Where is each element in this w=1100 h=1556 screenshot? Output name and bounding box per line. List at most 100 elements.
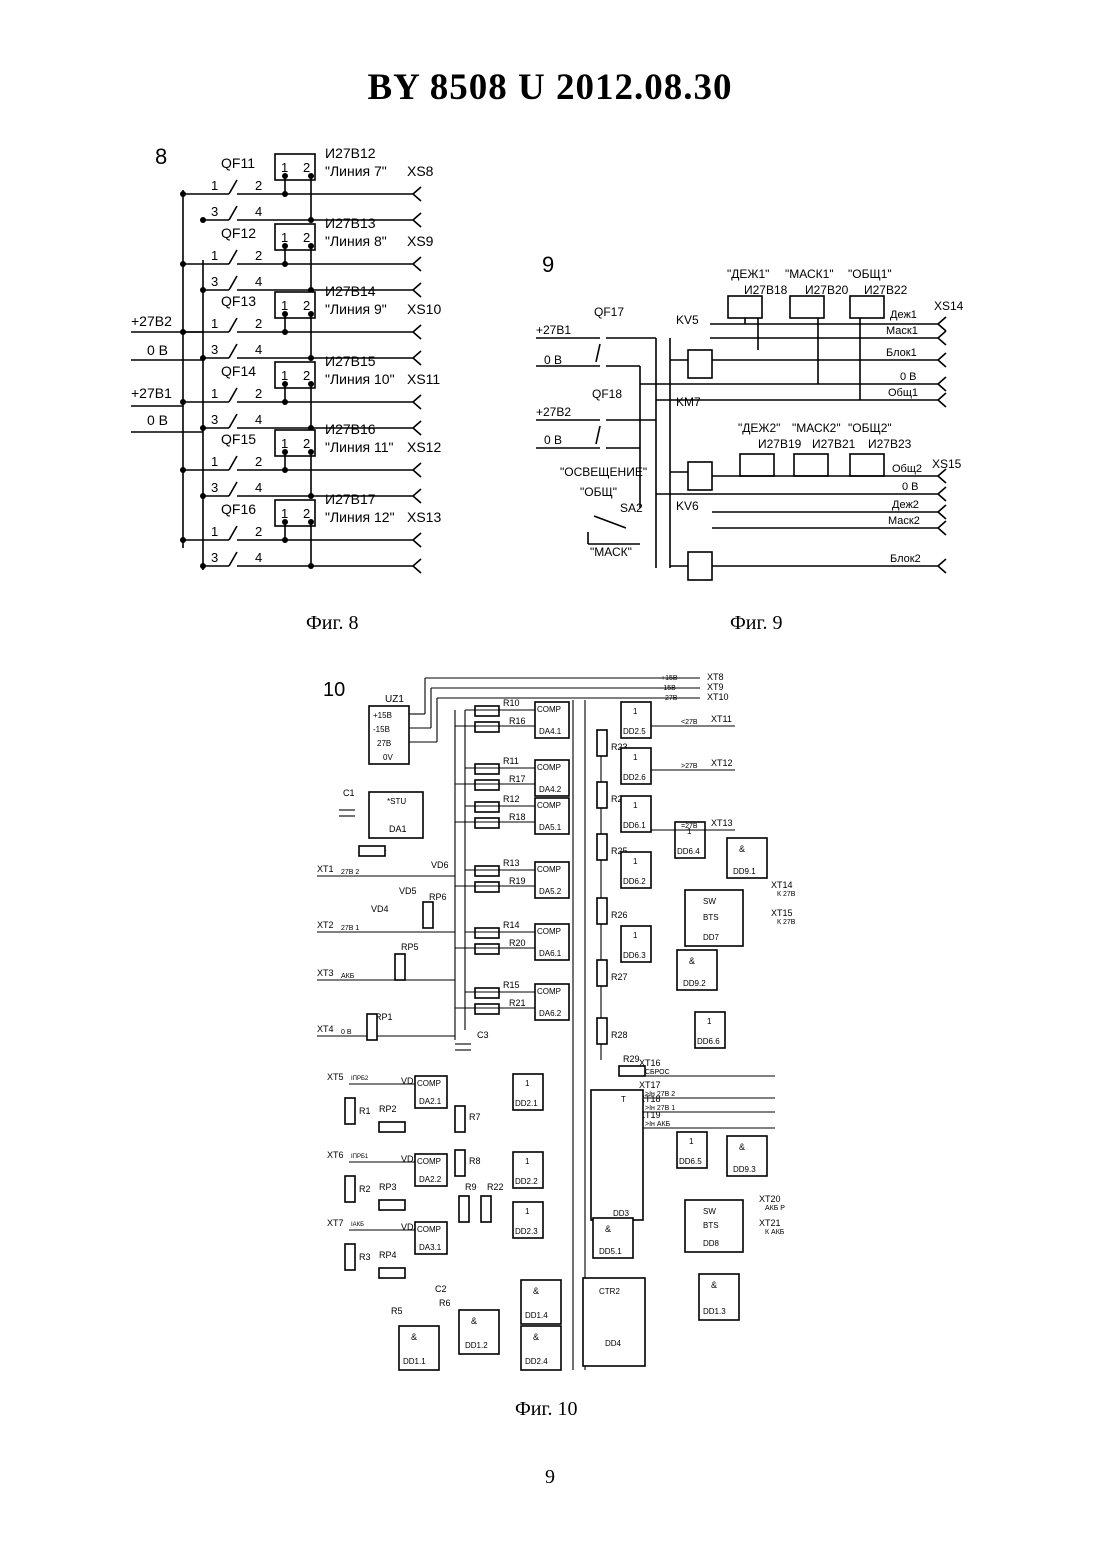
svg-text:2: 2 [255, 316, 262, 331]
fig9-output: Деж1 [890, 309, 917, 321]
svg-text:DA5.2: DA5.2 [539, 887, 562, 896]
fig10-input-pin: XT5 [327, 1072, 344, 1082]
svg-text:27В 2: 27В 2 [341, 869, 359, 876]
svg-text:2: 2 [303, 368, 310, 383]
fig9-top-label: "МАСК1" [785, 267, 834, 281]
svg-text:SW: SW [703, 897, 716, 906]
svg-text:DD1.1: DD1.1 [403, 1357, 426, 1366]
svg-text:2: 2 [303, 436, 310, 451]
fig8-code: И27В13 [325, 215, 376, 231]
fig9-bottom-label: "ОБЩ2" [848, 421, 892, 435]
svg-text:2: 2 [255, 524, 262, 539]
fig8-code: И27В12 [325, 145, 376, 161]
svg-text:RP4: RP4 [379, 1250, 397, 1260]
svg-text:DA6.1: DA6.1 [539, 949, 562, 958]
svg-text:К 27В1: К 27В1 [777, 919, 795, 926]
svg-text:-15В: -15В [661, 685, 676, 692]
svg-text:27В 1: 27В 1 [341, 925, 359, 932]
svg-text:COMP: COMP [537, 987, 561, 996]
fig9-relay: KM7 [676, 395, 701, 409]
svg-text:COMP: COMP [417, 1225, 441, 1234]
svg-text:DD9.2: DD9.2 [683, 979, 706, 988]
svg-text:1: 1 [211, 316, 218, 331]
svg-text:CTR2: CTR2 [599, 1287, 620, 1296]
fig9-output: Маск2 [888, 515, 920, 527]
svg-text:R1: R1 [359, 1106, 371, 1116]
svg-text:3: 3 [211, 342, 218, 357]
fig9-switch-name: SA2 [620, 501, 643, 515]
svg-text:-15В: -15В [373, 725, 390, 734]
svg-text:XT11: XT11 [711, 714, 732, 724]
svg-text:DA5.1: DA5.1 [539, 823, 562, 832]
svg-text:DD8: DD8 [703, 1239, 720, 1248]
fig8-qf: QF13 [221, 293, 256, 309]
fig8-code: И27В17 [325, 491, 376, 507]
svg-text:1: 1 [281, 506, 288, 521]
figure-8-number: 8 [155, 144, 167, 169]
svg-text:+15В: +15В [373, 711, 392, 720]
svg-text:&: & [711, 1280, 717, 1290]
svg-text:1: 1 [211, 178, 218, 193]
svg-text:DA4.1: DA4.1 [539, 727, 562, 736]
figure-9-number: 9 [542, 252, 554, 277]
fig8-line: "Линия 8" [325, 233, 387, 249]
fig9-relay: KV5 [676, 313, 699, 327]
fig9-output: Общ1 [888, 387, 918, 399]
svg-text:2: 2 [255, 454, 262, 469]
svg-text:3: 3 [211, 204, 218, 219]
svg-text:2: 2 [303, 506, 310, 521]
svg-text:27В: 27В [665, 695, 678, 702]
svg-text:DD6.5: DD6.5 [679, 1157, 702, 1166]
svg-text:R7: R7 [469, 1112, 481, 1122]
svg-text:1: 1 [211, 524, 218, 539]
fig8-supply-label: +27В2 [131, 313, 172, 329]
svg-text:1: 1 [281, 436, 288, 451]
svg-text:=27В: =27В [681, 823, 698, 830]
fig9-bottom-label: "ДЕЖ2" [738, 421, 780, 435]
svg-text:DD2.1: DD2.1 [515, 1099, 538, 1108]
fig8-line: "Линия 11" [325, 439, 394, 455]
svg-text:COMP: COMP [417, 1157, 441, 1166]
svg-text:4: 4 [255, 342, 262, 357]
svg-text:&: & [605, 1224, 611, 1234]
svg-text:2: 2 [255, 178, 262, 193]
fig9-output: Маск1 [886, 325, 918, 337]
svg-text:R14: R14 [503, 920, 520, 930]
svg-text:DD4: DD4 [605, 1339, 622, 1348]
fig9-supply-label: +27В1 [536, 323, 571, 337]
fig8-supply-label: +27В1 [131, 385, 172, 401]
svg-text:XT13: XT13 [711, 818, 733, 828]
svg-text:R13: R13 [503, 858, 520, 868]
svg-text:4: 4 [255, 274, 262, 289]
svg-text:1: 1 [633, 801, 638, 810]
svg-text:2: 2 [303, 298, 310, 313]
figure-8-drawing: 8 QF11132412И27В12"Линия 7"XS8QF12132412… [125, 140, 455, 600]
fig8-xs: XS8 [407, 163, 434, 179]
patent-header: BY 8508 U 2012.08.30 [0, 66, 1100, 109]
fig9-top-code: И27В18 [744, 283, 788, 297]
svg-text:DA2.2: DA2.2 [419, 1175, 442, 1184]
svg-text:XT17: XT17 [639, 1080, 661, 1090]
svg-text:BTS: BTS [703, 1221, 719, 1230]
svg-text:DA3.1: DA3.1 [419, 1243, 442, 1252]
svg-text:4: 4 [255, 480, 262, 495]
svg-text:2: 2 [255, 386, 262, 401]
fig8-qf: QF15 [221, 431, 256, 447]
figure-8-schematic: 8 QF11132412И27В12"Линия 7"XS8QF12132412… [125, 140, 455, 600]
svg-text:1: 1 [211, 248, 218, 263]
figure-8-caption: Фиг. 8 [306, 612, 358, 635]
svg-text:4: 4 [255, 550, 262, 565]
svg-text:R6: R6 [439, 1298, 451, 1308]
fig9-breaker: QF18 [592, 387, 622, 401]
svg-text:1: 1 [707, 1017, 712, 1026]
svg-text:1: 1 [211, 454, 218, 469]
svg-text:R26: R26 [611, 910, 628, 920]
fig9-top-code: И27В22 [864, 283, 908, 297]
svg-text:XT16: XT16 [639, 1058, 661, 1068]
fig9-switch-mask: "МАСК" [590, 545, 632, 559]
svg-text:RP2: RP2 [379, 1104, 397, 1114]
fig8-code: И27В16 [325, 421, 376, 437]
svg-text:R10: R10 [503, 698, 520, 708]
svg-text:SW: SW [703, 1207, 716, 1216]
svg-text:DD2.6: DD2.6 [623, 773, 646, 782]
